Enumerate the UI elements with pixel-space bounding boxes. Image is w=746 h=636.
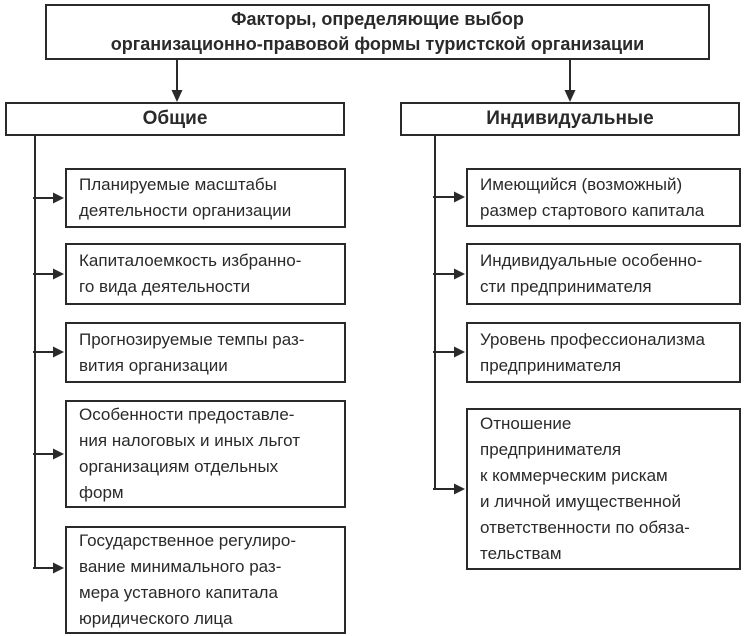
arrowhead-right-icon	[454, 191, 465, 203]
connector-individual-trunk	[433, 135, 465, 495]
factor-box-individual-1: Имеющийся (возможный) размер стартового …	[466, 168, 741, 227]
connector-title-to-individual	[564, 59, 576, 102]
connector-general-trunk	[33, 135, 64, 574]
factor-box-individual-2: Индивидуальные особенно- сти предпринима…	[466, 243, 741, 305]
arrowhead-right-icon	[53, 346, 64, 358]
arrowhead-right-icon	[53, 448, 64, 460]
factor-box-individual-4: Отношение предпринимателя к коммерческим…	[466, 408, 741, 570]
diagram-title-box: Факторы, определяющие выбор организацион…	[45, 4, 710, 60]
factor-box-individual-3: Уровень профессионализма предпринимателя	[466, 322, 741, 383]
column-header-general: Общие	[5, 102, 345, 136]
factor-box-general-1: Планируемые масштабы деятельности органи…	[65, 168, 346, 228]
arrowhead-right-icon	[454, 268, 465, 280]
factor-box-general-4: Особенности предоставле- ния налоговых и…	[65, 400, 346, 508]
column-header-individual: Индивидуальные	[400, 102, 740, 136]
arrowhead-right-icon	[454, 346, 465, 358]
factor-box-general-5: Государственное регулиро- вание минималь…	[65, 526, 346, 634]
connector-title-to-general	[171, 59, 183, 102]
arrowhead-right-icon	[53, 268, 64, 280]
arrowhead-right-icon	[53, 562, 64, 574]
arrowhead-right-icon	[454, 483, 465, 495]
factor-box-general-3: Прогнозируемые темпы раз- вития организа…	[65, 322, 346, 383]
factor-box-general-2: Капиталоемкость избранно- го вида деятел…	[65, 243, 346, 305]
arrowhead-down-icon	[171, 90, 183, 102]
arrowhead-right-icon	[53, 192, 64, 204]
arrowhead-down-icon	[564, 90, 576, 102]
